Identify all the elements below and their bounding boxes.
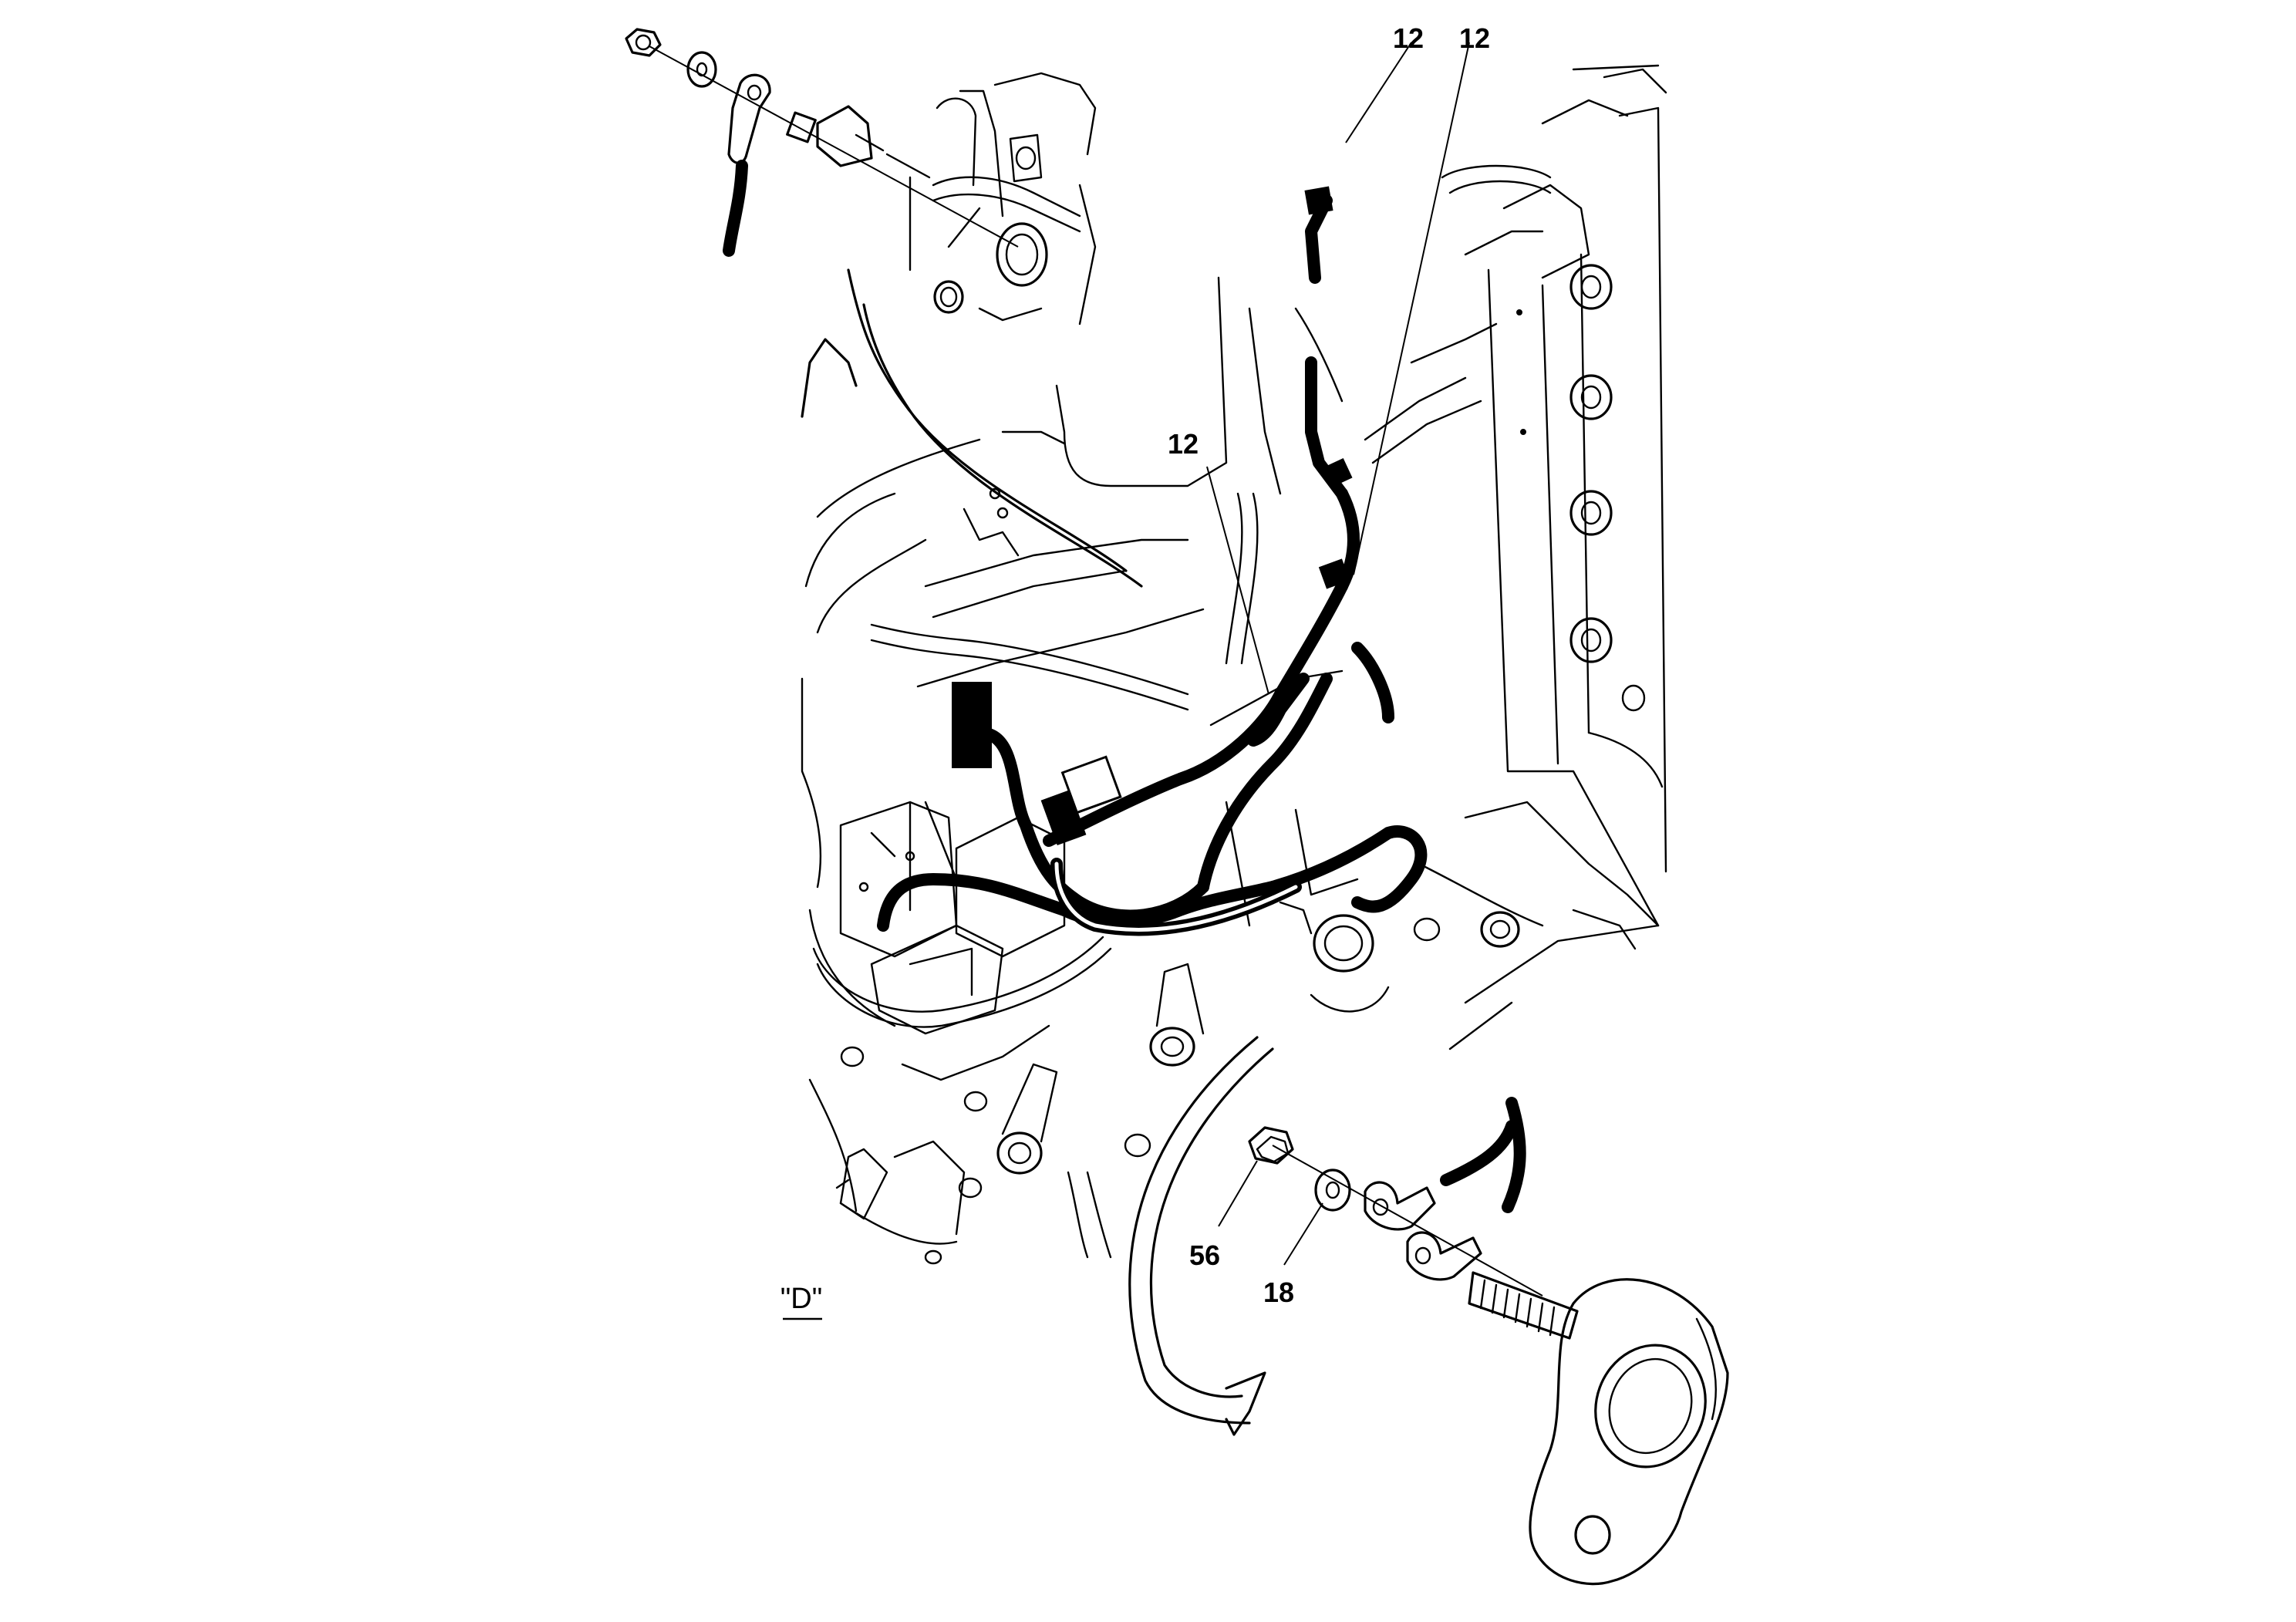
detail-threaded-stud [1468, 1271, 1579, 1340]
detail-washer-18 [1314, 1168, 1351, 1212]
callout-12-top-left: 12 [1393, 22, 1424, 54]
engine-block-main [801, 276, 1390, 1265]
detail-engine-block [909, 72, 1097, 325]
callout-12-top-right: 12 [1459, 22, 1490, 54]
bottom-detail-ground-stud [1248, 1097, 1729, 1586]
detail-sensor [786, 105, 931, 179]
callout-12-middle: 12 [1168, 428, 1199, 460]
rotation-arrow-lower [1128, 1036, 1274, 1436]
callout-leaders [1206, 42, 1470, 1266]
detail-ring-terminal [723, 73, 771, 257]
detail-hex-nut [625, 28, 662, 57]
callout-56: 56 [1189, 1239, 1220, 1271]
right-frame-bracket [1364, 64, 1667, 1050]
detail-ring-terminals [1364, 1097, 1526, 1281]
view-label: "D" [781, 1283, 822, 1315]
top-detail-sensor-assembly [625, 28, 1097, 325]
wire-harness [877, 186, 1428, 936]
view-label-group: "D" [781, 1283, 822, 1320]
callout-labels: 12 12 12 56 18 [1168, 22, 1490, 1308]
callout-18: 18 [1263, 1276, 1294, 1308]
detail-nut-56 [1248, 1126, 1294, 1165]
detail-flange-plate [1529, 1278, 1729, 1586]
rotation-arrow-upper [801, 268, 1143, 588]
